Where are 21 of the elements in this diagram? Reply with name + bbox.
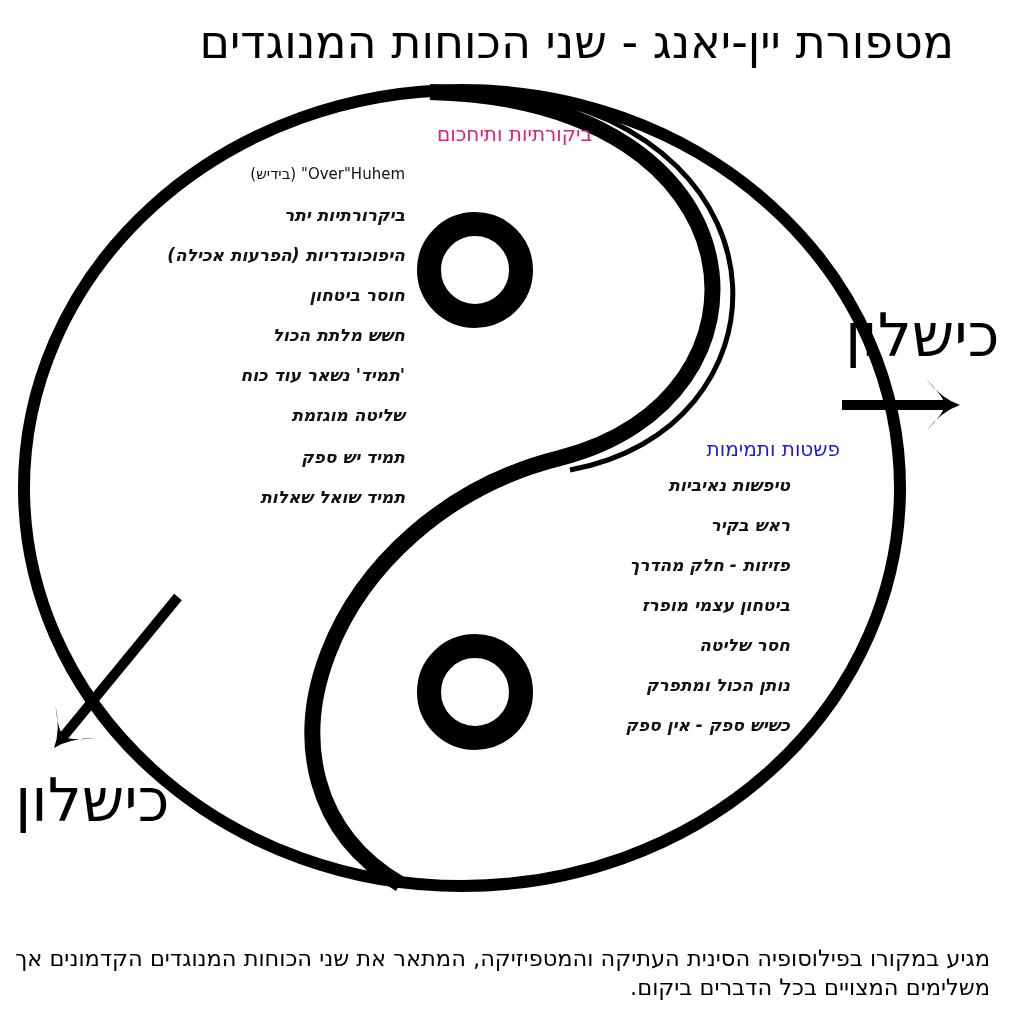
list-item: Over"Huhem" (בידיש) xyxy=(250,165,405,183)
list-item: היפוכונדריות (הפרעות אכילה) xyxy=(167,245,405,265)
list-item: ראש בקיר xyxy=(710,515,790,535)
list-item: חוסר ביטחון xyxy=(309,285,405,305)
list-item: חשש מלתת הכול xyxy=(272,325,405,345)
group-heading: פשטות ותמימות xyxy=(706,437,840,461)
list-item: 'תמיד' נשאר עוד כוח xyxy=(240,365,405,385)
list-item: ביקרורתיות יתר xyxy=(283,205,405,225)
list-item: תמיד שואל שאלות xyxy=(260,487,405,507)
title: מטפורת יין-יאנג - שני הכוחות המנוגדים xyxy=(199,14,954,70)
list-item: נותן הכול ומתפרק xyxy=(646,675,790,695)
list-item: תמיד יש ספק xyxy=(301,447,405,467)
list-item: טיפשות נאיביות xyxy=(668,475,790,495)
caption: מגיע במקורו בפילוסופיה הסינית העתיקה והמטפיזיקה, המתאר את שני הכוחות המנוגדים הקדמונים אך משלימים המצויים בכל הדברים ביקום. xyxy=(14,944,990,1002)
list-item: כשיש ספק - אין ספק xyxy=(625,715,790,735)
list-item: שליטה מוגזמת xyxy=(291,405,405,425)
list-item: חסר שליטה xyxy=(699,635,790,655)
list-item: פזיזות - חלק מהדרך xyxy=(629,555,790,575)
arrow-label: כישלון xyxy=(15,765,170,835)
group-heading: ביקורתיות ותיחכום xyxy=(437,122,592,146)
list-item: ביטחון עצמי מופרז xyxy=(641,595,790,615)
